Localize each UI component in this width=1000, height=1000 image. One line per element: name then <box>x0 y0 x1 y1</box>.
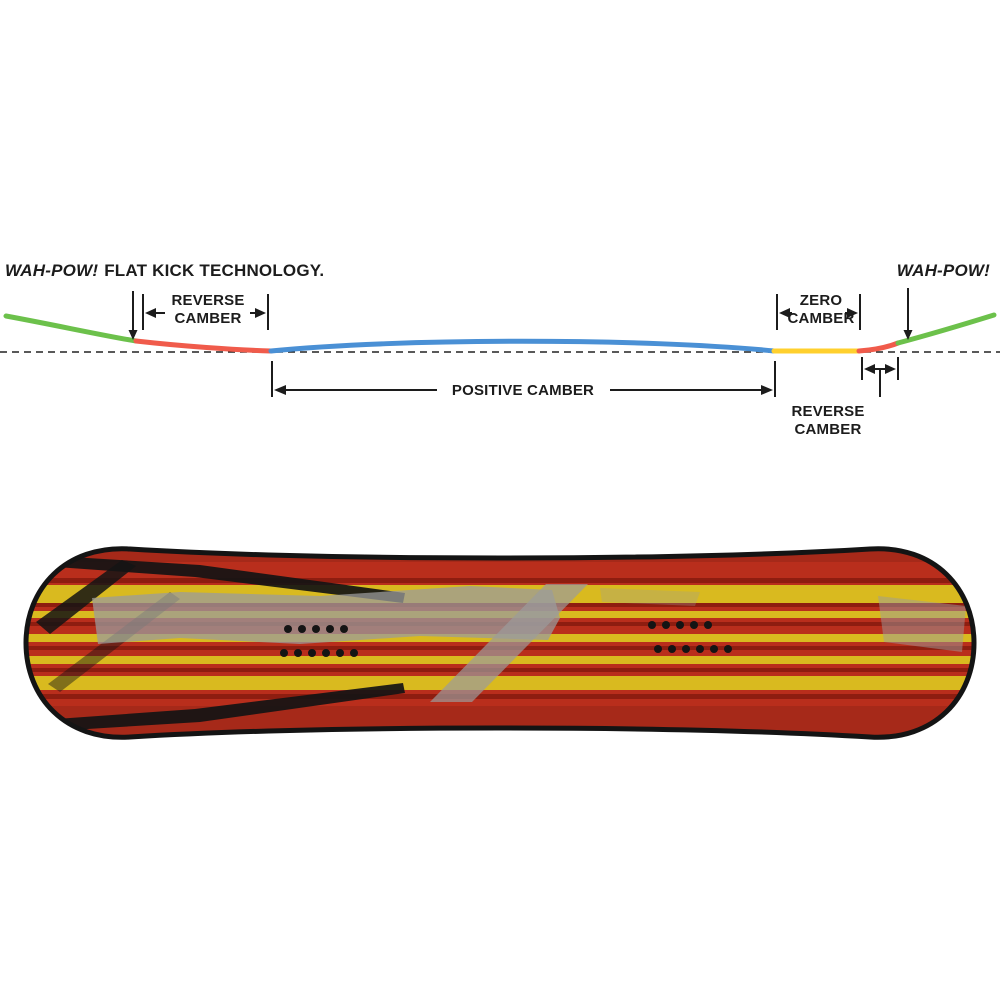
callout-right-wah-pow <box>903 288 913 340</box>
flat-kick-label: FLAT KICK TECHNOLOGY. <box>104 261 325 280</box>
right-wah-pow-annotation: WAH-POW! <box>897 261 996 281</box>
binding-inserts-right <box>648 621 732 653</box>
camber-profile-line <box>3 312 997 354</box>
segment-reverse-camber-left <box>133 338 274 354</box>
board-outline <box>23 546 977 740</box>
segment-tail-kick-right <box>895 312 997 346</box>
segment-reverse-camber-right <box>856 340 901 354</box>
wah-pow-brand-left: WAH-POW! <box>5 261 99 280</box>
wah-pow-brand-right: WAH-POW! <box>896 261 990 280</box>
positive-camber-label: POSITIVE CAMBER <box>451 382 595 399</box>
snowboard-illustration <box>23 546 977 740</box>
binding-inserts-left <box>280 625 358 657</box>
dimension-reverse-camber-left <box>142 294 269 330</box>
zero-camber-label: ZERO CAMBER <box>787 292 855 327</box>
dimension-zero-camber <box>776 294 861 330</box>
dimension-lines <box>128 288 913 397</box>
segment-positive-camber <box>268 338 777 354</box>
dimension-positive-camber <box>271 361 776 397</box>
board-grunge <box>92 584 966 702</box>
callout-left-flat-kick <box>128 291 138 340</box>
left-flat-kick-annotation: WAH-POW! FLAT KICK TECHNOLOGY. <box>5 261 324 281</box>
dimension-reverse-camber-right <box>861 357 899 397</box>
reverse-camber-right-label: REVERSE CAMBER <box>791 403 865 438</box>
reverse-camber-left-label: REVERSE CAMBER <box>171 292 245 327</box>
segment-tip-kick-left <box>3 313 139 344</box>
